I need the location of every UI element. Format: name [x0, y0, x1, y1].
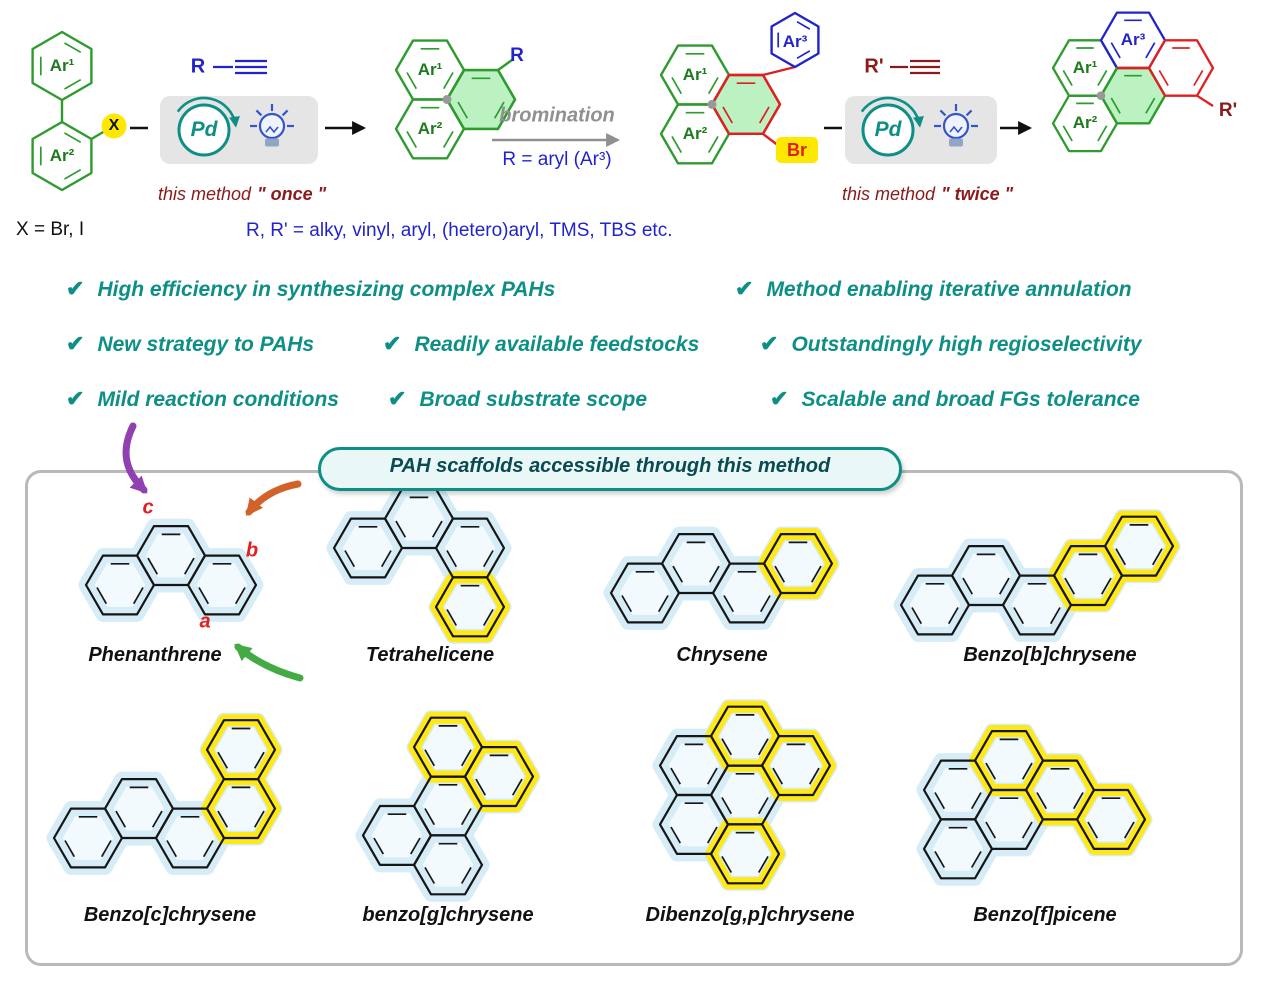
feature-text: Method enabling iterative annulation: [766, 278, 1132, 301]
alkyne-r-prime-label: R': [864, 55, 884, 78]
ar3-label-product2: Ar³: [782, 32, 808, 51]
ar1-label-product3: Ar¹: [1072, 58, 1098, 77]
checkmark-icon: ✔: [66, 331, 85, 356]
feature-2: ✔ Method enabling iterative annulation: [735, 276, 1132, 302]
feature-text: New strategy to PAHs: [97, 333, 315, 356]
scaffold-name-chrysene: Chrysene: [676, 644, 768, 666]
scaffold-name-benzo-g-chrysene: benzo[g]chrysene: [362, 904, 534, 926]
alkyne-r-label: R: [190, 55, 206, 78]
r-substituent-product1: R: [510, 45, 524, 66]
feature-3: ✔ New strategy to PAHs: [66, 331, 314, 357]
scaffolds-panel-title: PAH scaffolds accessible through this me…: [318, 447, 902, 491]
checkmark-icon: ✔: [383, 331, 402, 356]
method-label: this method: [158, 184, 252, 204]
r-prime-substituent-product3: R': [1218, 100, 1238, 121]
feature-text: Readily available feedstocks: [414, 333, 700, 356]
checkmark-icon: ✔: [770, 386, 789, 411]
ar2-label-product1: Ar²: [417, 119, 443, 138]
checkmark-icon: ✔: [388, 386, 407, 411]
feature-6: ✔ Mild reaction conditions: [66, 386, 339, 412]
feature-7: ✔ Broad substrate scope: [388, 386, 647, 412]
bond-label-a: a: [199, 610, 211, 633]
feature-8: ✔ Scalable and broad FGs tolerance: [770, 386, 1140, 412]
pd-label-1: Pd: [190, 118, 218, 141]
bromination-label: bromination: [499, 104, 615, 127]
scaffold-name-benzo-c-chrysene: Benzo[c]chrysene: [83, 904, 257, 926]
scaffold-name-benzo-b-chrysene: Benzo[b]chrysene: [963, 644, 1137, 666]
feature-text: Scalable and broad FGs tolerance: [801, 388, 1140, 411]
br-substituent: Br: [776, 137, 818, 163]
scaffold-name-tetrahelicene: Tetrahelicene: [365, 644, 495, 666]
ar2-label-product3: Ar²: [1072, 113, 1098, 132]
r-definition: R, R' = alky, vinyl, aryl, (hetero)aryl,…: [246, 220, 673, 241]
ar1-label-reactant: Ar¹: [49, 56, 75, 75]
scaffold-name-phenanthrene: Phenanthrene: [88, 644, 222, 666]
checkmark-icon: ✔: [760, 331, 779, 356]
ar2-label-reactant: Ar²: [49, 146, 75, 165]
pd-label-2: Pd: [874, 118, 902, 141]
twice-label: " twice ": [941, 184, 1014, 204]
bond-label-b: b: [245, 539, 259, 562]
scaffolds-title-text: PAH scaffolds accessible through this me…: [389, 455, 831, 477]
method-once-caption: this method" once ": [158, 184, 326, 205]
checkmark-icon: ✔: [66, 276, 85, 301]
r-aryl-definition: R = aryl (Ar³): [502, 149, 612, 170]
ar1-label-product2: Ar¹: [682, 65, 708, 84]
x-substituent-label: X: [108, 117, 120, 134]
feature-text: High efficiency in synthesizing complex …: [97, 278, 556, 301]
checkmark-icon: ✔: [735, 276, 754, 301]
scaffold-name-dibenzo-gp-chrysene: Dibenzo[g,p]chrysene: [645, 904, 855, 926]
feature-text: Mild reaction conditions: [97, 388, 339, 411]
ar2-label-product2: Ar²: [682, 124, 708, 143]
method-twice-caption: this method" twice ": [842, 184, 1013, 205]
checkmark-icon: ✔: [66, 386, 85, 411]
x-definition: X = Br, I: [16, 219, 85, 240]
feature-1: ✔ High efficiency in synthesizing complex…: [66, 276, 555, 302]
ar3-label-product3: Ar³: [1120, 30, 1146, 49]
bond-label-c: c: [142, 496, 154, 519]
feature-text: Broad substrate scope: [419, 388, 648, 411]
ar1-label-product1: Ar¹: [417, 60, 443, 79]
scaffold-name-benzo-f-picene: Benzo[f]picene: [973, 904, 1117, 926]
method-label: this method: [842, 184, 936, 204]
once-label: " once ": [257, 184, 327, 204]
feature-4: ✔ Readily available feedstocks: [383, 331, 699, 357]
feature-text: Outstandingly high regioselectivity: [791, 333, 1142, 356]
feature-5: ✔ Outstandingly high regioselectivity: [760, 331, 1142, 357]
